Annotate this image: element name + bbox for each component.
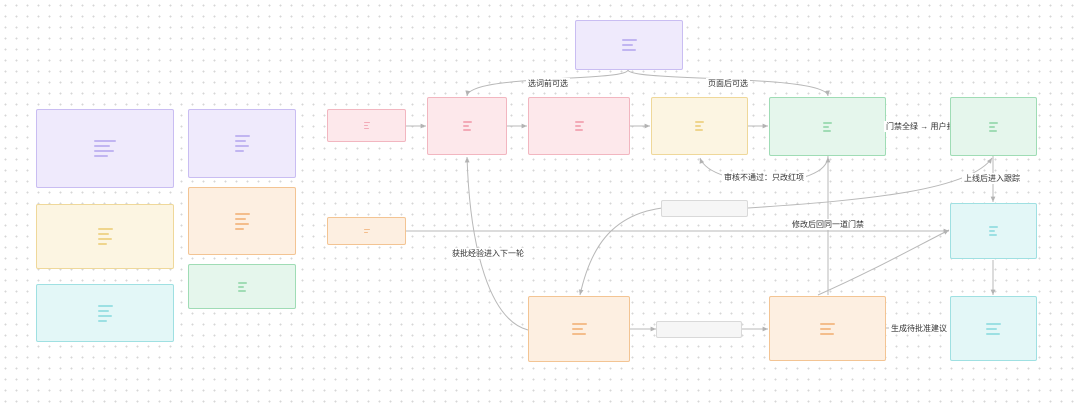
text-lines-icon [571,323,587,335]
flow-node-input[interactable] [327,109,406,142]
legend-node-yellow[interactable] [36,204,174,269]
legend-node-cyan[interactable] [36,284,174,342]
edge-label-approved-next-round: 获批经验进入下一轮 [450,248,526,259]
flow-node-analysis[interactable] [528,296,630,362]
flow-node-review[interactable] [651,97,748,155]
text-lines-icon [363,122,370,129]
text-lines-icon [989,121,998,132]
flow-node-trigger[interactable] [327,217,406,245]
edge-retro-to-publish [747,157,993,209]
edge-label-review-fail: 审核不通过：只改红项 [722,172,806,183]
legend-node-orange[interactable] [188,187,296,255]
flow-node-pending[interactable] [656,321,742,338]
text-lines-icon [695,121,704,131]
edge-analysis-to-keyword [464,156,529,331]
flow-node-publish[interactable] [950,97,1037,156]
edge-retro-to-analysis [578,207,663,296]
text-lines-icon [989,226,998,236]
flow-node-keyword[interactable] [427,97,507,155]
flow-node-suggest[interactable] [769,296,886,361]
text-lines-icon [237,281,247,292]
flow-node-content[interactable] [528,97,630,155]
flow-node-tracking[interactable] [950,203,1037,259]
text-lines-icon [462,121,472,131]
flow-node-retro[interactable] [661,200,748,217]
legend-node-purple[interactable] [36,109,174,188]
text-lines-icon [234,212,250,230]
text-lines-icon [234,135,250,152]
edge-label-full-green: 门禁全绿 → 用户批准 [884,121,950,132]
edge-label-pre-select: 选词前可选 [526,78,570,89]
edge-label-generate-suggestion: 生成待批准建议 [889,323,949,334]
edge-label-revise-return: 修改后回同一道门禁 [790,219,866,230]
text-lines-icon [97,228,113,245]
text-lines-icon [363,229,370,233]
text-lines-icon [574,121,584,131]
edge-label-post-select: 页面后可选 [706,78,750,89]
text-lines-icon [94,140,116,157]
edge-label-online-tracking: 上线后进入跟踪 [962,173,1022,184]
flow-node-start[interactable] [575,20,683,70]
flow-node-report[interactable] [950,296,1037,361]
text-lines-icon [97,304,113,322]
text-lines-icon [621,39,637,51]
text-lines-icon [823,121,832,132]
text-lines-icon [820,322,835,335]
flow-node-gate[interactable] [769,97,886,156]
legend-node-purple-small[interactable] [188,109,296,178]
legend-node-green[interactable] [188,264,296,309]
text-lines-icon [986,322,1001,335]
edge-suggest-to-tracking [817,229,950,296]
